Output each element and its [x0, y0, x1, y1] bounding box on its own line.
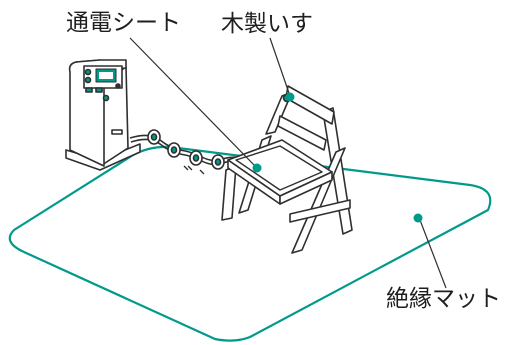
label-insulating-mat: 絶縁マット: [386, 286, 501, 312]
label-wooden-chair: 木製いす: [221, 11, 313, 37]
callout-lines: [129, 37, 447, 289]
callout-dots: [252, 92, 423, 223]
chair-marker-dot: [285, 92, 295, 102]
sheet-marker-dot: [252, 163, 262, 173]
cable-clamps: [147, 129, 225, 170]
electrode-sheet: [235, 145, 323, 191]
mat-marker-dot: [413, 213, 423, 223]
wooden-chair: [221, 85, 353, 254]
label-electrode-sheet: 通電シート: [66, 10, 181, 36]
power-device: [65, 59, 141, 171]
insulating-mat: [8, 145, 492, 342]
